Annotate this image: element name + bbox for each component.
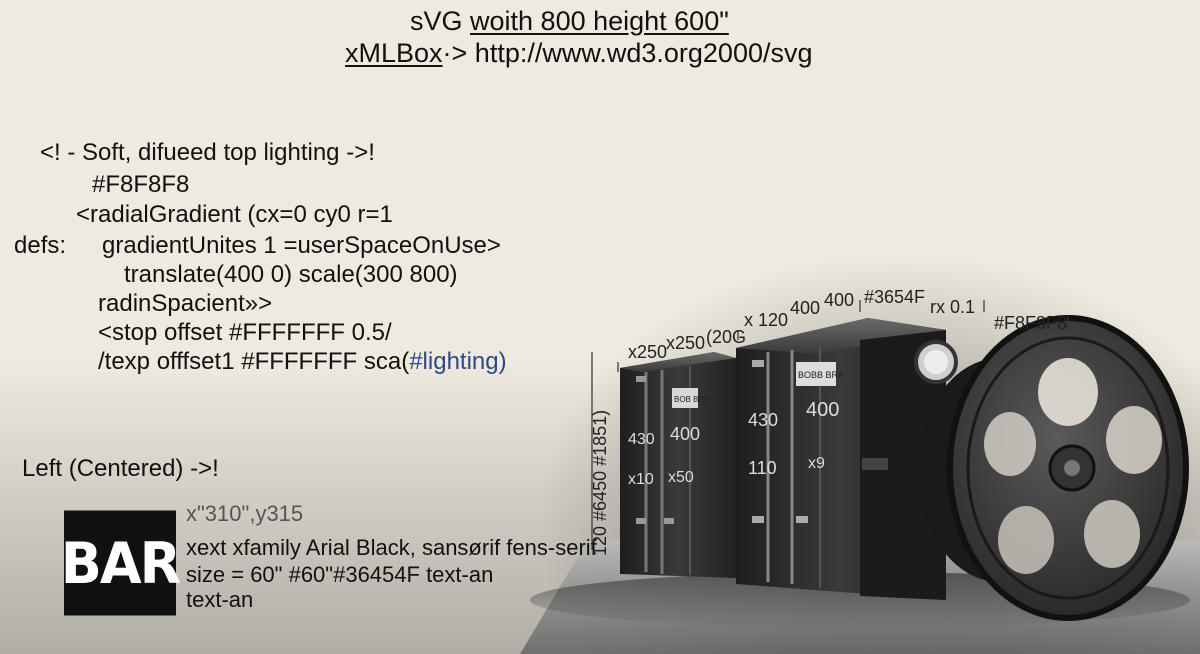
dim-400-a: 400 [790,298,821,318]
dim-hex-f8: #F8F8F8 [994,313,1068,333]
large-container [736,318,958,600]
transform-line: translate(400 0) scale(300 800) [124,261,458,288]
large-label-x9: x9 [808,455,825,472]
font-family-line: xext xfamily Arial Black, sansørif fens-… [186,535,597,560]
dim-x250-b: x250 [666,333,706,353]
dim-20g: (20G [706,327,747,347]
large-plate-label: BOBB BRA [798,370,844,380]
dim-x250-a: x250 [628,342,668,362]
film-reel [918,315,1189,621]
color-hex-f8: #F8F8F8 [92,171,190,198]
texp-line-prefix: /texp offfset1 #FFFFFFF sca( [98,348,410,375]
header-line-2: xMLBox·> http://www.wd3.org2000/svg [345,40,813,67]
font-size-line: size = 60" #60"#36454F text-an [186,562,494,587]
defs-label: defs: [14,232,67,259]
comment-centered: Left (Centered) ->! [22,455,219,482]
header-line-1-prefix: sVG [410,6,471,36]
stop-line: <stop offset #FFFFFFF 0.5/ [98,319,392,346]
small-label-x10: x10 [628,471,654,488]
dimension-lines [591,300,1069,550]
gradient-units-line: gradientUnites 1 =userSpaceOnUse> [102,232,501,259]
small-label-400: 400 [670,424,700,444]
header-line-1: sVG woith 800 height 600" [410,8,729,35]
header-line-2-suffix: ·> http://www.wd3.org2000/svg [442,38,813,68]
texp-line: /texp offfset1 #FFFFFFF sca(#lighting) [98,350,507,374]
small-container [620,352,736,578]
coords-label: x"310",y315 [186,501,304,526]
large-label-430: 430 [748,410,778,430]
bar-badge: BAR [61,510,181,616]
header-line-2-link[interactable]: xMLBox [345,38,443,68]
dim-vertical: 120 #6450 #1851) [590,409,610,556]
large-label-110: 110 [748,458,777,478]
radin-line: radinSpacient»> [98,290,273,317]
text-anchor-line: text-an [186,587,254,612]
small-label-x50: x50 [668,469,694,486]
radial-gradient-line: <radialGradient (cx=0 cy0 r=1 [76,201,393,228]
dim-hex-3654f: #3654F [864,287,926,307]
small-plate-label: BOB BRA [674,395,710,404]
small-label-430: 430 [628,431,655,448]
dim-400-b: 400 [824,290,855,310]
large-label-400: 400 [806,399,839,421]
comment-lighting: <! - Soft, difueed top lighting ->! [40,139,375,166]
dim-rx: rx 0.1 [930,297,976,317]
header-line-1-link[interactable]: woith 800 height 600" [470,6,729,36]
lighting-reference-link[interactable]: #lighting) [409,348,507,375]
dim-x120: x 120 [744,310,789,330]
